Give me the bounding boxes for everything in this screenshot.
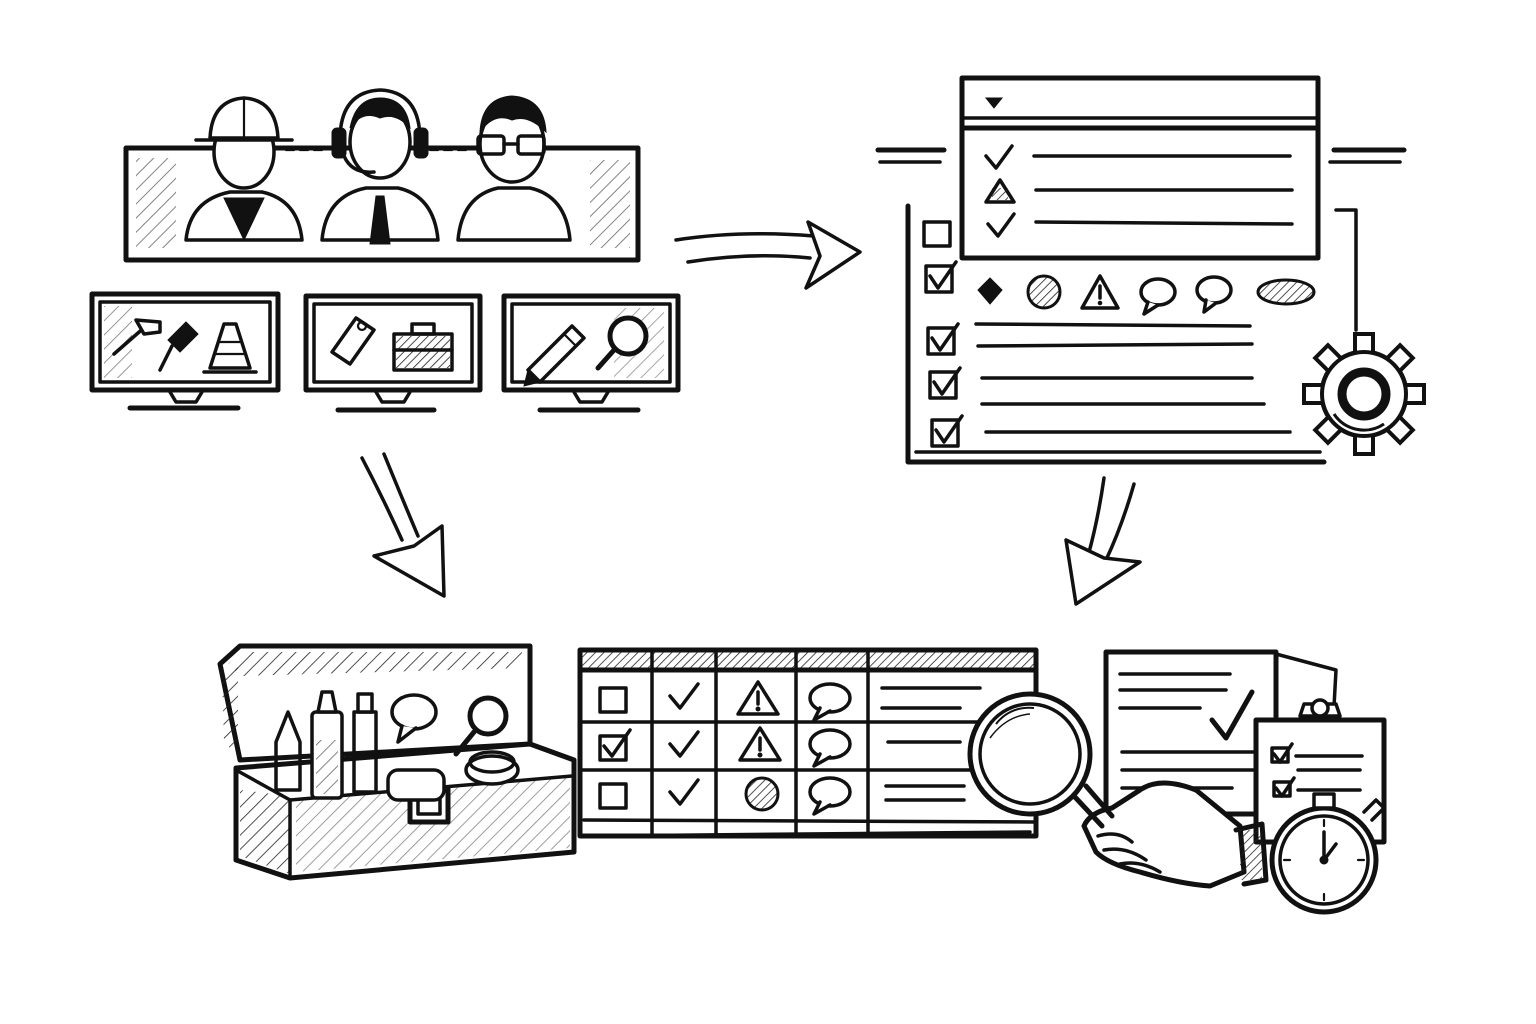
check-icon	[668, 730, 700, 758]
pencil-icon	[274, 710, 302, 792]
monitor-tools	[89, 291, 281, 411]
check-icon	[984, 144, 1014, 170]
checkbox[interactable]	[598, 782, 628, 810]
checkbox[interactable]	[598, 686, 628, 714]
warning-icon	[736, 680, 780, 716]
check-icon	[668, 778, 700, 806]
speech-bubble-icon	[808, 728, 852, 768]
hand-icon	[1081, 780, 1269, 889]
glasses-icon	[476, 134, 546, 156]
headset-icon	[331, 88, 429, 174]
monitor-row	[89, 291, 681, 413]
people-panel	[123, 88, 641, 263]
speech-bubble-icon	[1195, 275, 1233, 314]
magnifier-icon	[967, 691, 1115, 829]
monitor-business	[303, 293, 483, 413]
pencil-icon	[523, 324, 586, 387]
speech-bubble-icon	[808, 776, 852, 816]
tape-measure-icon	[386, 768, 446, 802]
marker-icon	[310, 690, 344, 800]
arrow-down-right	[1064, 476, 1142, 606]
traffic-cone-icon	[202, 322, 258, 374]
checklist-window	[959, 75, 1321, 261]
warning-icon	[1080, 274, 1120, 310]
window-frame	[959, 75, 1321, 261]
tape-roll-icon	[464, 750, 520, 786]
grid-table	[577, 647, 1039, 839]
gear-icon	[1302, 332, 1426, 456]
briefcase-icon	[392, 322, 454, 372]
check-icon	[668, 682, 700, 710]
table-row[interactable]	[598, 726, 962, 768]
speech-bubble-icon	[808, 682, 852, 722]
speech-bubble-icon	[390, 693, 438, 744]
hard-hat-icon	[194, 96, 294, 142]
checkbox-column	[922, 220, 964, 448]
circle-icon	[744, 776, 780, 812]
form-panel	[875, 75, 1426, 465]
tag-icon	[330, 316, 376, 366]
monitor-review	[501, 293, 681, 413]
table-frame	[577, 647, 1039, 839]
warning-icon	[984, 178, 1016, 204]
pen-icon	[352, 692, 378, 794]
speech-bubble-icon	[1139, 277, 1177, 316]
status-icon-row	[977, 274, 1316, 316]
toolbox	[217, 643, 577, 881]
stopwatch-icon	[1269, 792, 1386, 915]
leaf-icon	[1256, 278, 1316, 306]
analyst-avatar	[456, 95, 572, 242]
review-area	[967, 649, 1387, 915]
arrow-down-left	[360, 452, 446, 598]
tile-cutter-icon	[158, 321, 199, 372]
diamond-icon	[977, 277, 1003, 305]
circle-icon	[1026, 274, 1062, 310]
magnifier-icon	[595, 315, 649, 371]
checkbox[interactable]	[922, 220, 952, 248]
check-icon	[1209, 689, 1255, 741]
warning-icon	[738, 726, 782, 762]
hammer-icon	[112, 318, 162, 356]
check-icon	[986, 212, 1016, 238]
table-row[interactable]	[598, 776, 966, 816]
dropdown-arrow-icon[interactable]	[984, 97, 1004, 109]
table-row[interactable]	[598, 680, 982, 722]
support-agent-avatar	[320, 88, 440, 245]
worker-avatar	[184, 96, 304, 242]
arrow-right	[674, 220, 862, 290]
magnifier-icon	[453, 695, 509, 757]
